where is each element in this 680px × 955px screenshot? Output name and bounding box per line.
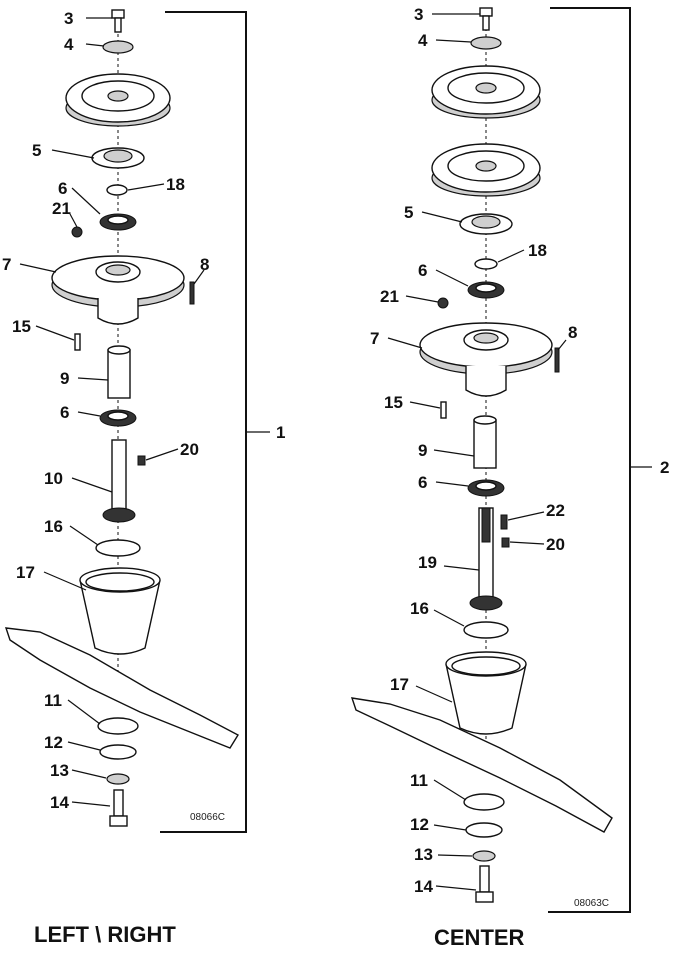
left-bearing-6b <box>99 409 137 427</box>
center-washer-16 <box>463 621 509 639</box>
center-washer-4 <box>470 36 502 50</box>
left-callout-8: 8 <box>200 255 209 274</box>
center-leaders <box>387 13 567 891</box>
center-callout-13: 13 <box>414 845 433 864</box>
center-hub-5 <box>459 213 513 235</box>
left-housing-7 <box>51 255 185 325</box>
left-callout-17: 17 <box>16 563 35 582</box>
center-washer-11 <box>463 793 505 811</box>
left-callout-6b: 6 <box>60 403 69 422</box>
left-callout-15: 15 <box>12 317 31 336</box>
left-washer-13 <box>106 773 130 785</box>
left-cup-17 <box>79 567 161 655</box>
center-bolt-14 <box>475 865 494 903</box>
center-callout-8: 8 <box>568 323 577 342</box>
left-callout-10: 10 <box>44 469 63 488</box>
center-pin-22 <box>500 514 508 530</box>
left-washer-11 <box>97 717 139 735</box>
left-ring-18 <box>106 184 128 196</box>
center-cup-17 <box>445 651 527 735</box>
center-sleeve-9 <box>473 415 497 469</box>
center-blade <box>350 697 613 833</box>
center-bearing-6a <box>467 281 505 299</box>
center-key-20 <box>501 537 510 548</box>
center-callout-17: 17 <box>390 675 409 694</box>
center-drawing-code: 08063C <box>574 898 609 909</box>
left-assembly: 1 <box>2 9 285 947</box>
center-callout-9: 9 <box>418 441 427 460</box>
center-assembly: 2 <box>350 5 669 950</box>
left-key-20 <box>137 455 146 466</box>
center-callout-4: 4 <box>418 31 428 50</box>
left-bolt-15 <box>74 333 81 351</box>
center-callout-15: 15 <box>384 393 403 412</box>
left-callout-14: 14 <box>50 793 69 812</box>
center-callout-5: 5 <box>404 203 413 222</box>
center-spindle-19 <box>469 507 503 611</box>
left-callout-20: 20 <box>180 440 199 459</box>
left-callout-13: 13 <box>50 761 69 780</box>
left-callout-6a: 6 <box>58 179 67 198</box>
center-assembly-bracket <box>548 7 631 913</box>
left-callout-9: 9 <box>60 369 69 388</box>
center-callout-21: 21 <box>380 287 399 306</box>
left-spindle-10 <box>102 439 136 523</box>
left-callout-16: 16 <box>44 517 63 536</box>
left-caption: LEFT \ RIGHT <box>34 922 176 947</box>
left-callout-3: 3 <box>64 9 73 28</box>
left-callout-21: 21 <box>52 199 71 218</box>
left-pulley <box>65 73 171 127</box>
center-assembly-number: 2 <box>660 458 669 477</box>
center-callout-22: 22 <box>546 501 565 520</box>
center-bolt-15 <box>440 401 447 419</box>
center-pulley-upper <box>431 65 541 119</box>
center-callout-12: 12 <box>410 815 429 834</box>
left-bolt-8 <box>189 281 195 305</box>
center-bolt-3 <box>479 7 493 31</box>
left-assembly-bracket <box>160 11 247 833</box>
center-callout-6a: 6 <box>418 261 427 280</box>
center-callout-20: 20 <box>546 535 565 554</box>
left-callout-5: 5 <box>32 141 41 160</box>
left-washer-4 <box>102 40 134 54</box>
left-sleeve-9 <box>107 345 131 399</box>
center-bearing-6b <box>467 479 505 497</box>
left-bolt-14 <box>109 789 128 827</box>
left-drawing-code: 08066C <box>190 812 225 823</box>
left-washer-16 <box>95 539 141 557</box>
center-callout-3: 3 <box>414 5 423 24</box>
left-bearing-6a <box>99 213 137 231</box>
center-callout-7: 7 <box>370 329 379 348</box>
left-leaders <box>19 17 205 807</box>
center-bolt-8 <box>554 347 560 373</box>
center-housing-7 <box>419 322 553 397</box>
left-bolt-3 <box>111 9 125 33</box>
left-hub-5 <box>91 147 145 169</box>
center-callout-16: 16 <box>410 599 429 618</box>
center-caption: CENTER <box>434 925 525 950</box>
left-callout-12: 12 <box>44 733 63 752</box>
left-assembly-number: 1 <box>276 423 285 442</box>
center-callout-19: 19 <box>418 553 437 572</box>
left-nut-21 <box>71 226 83 238</box>
center-callout-6b: 6 <box>418 473 427 492</box>
center-callout-14: 14 <box>414 877 433 896</box>
center-callout-18: 18 <box>528 241 547 260</box>
left-washer-12 <box>99 744 137 760</box>
left-callout-4: 4 <box>64 35 74 54</box>
center-pulley-lower <box>431 143 541 197</box>
left-blade <box>4 627 239 749</box>
center-washer-13 <box>472 850 496 862</box>
center-callout-11: 11 <box>410 771 428 790</box>
center-washer-12 <box>465 822 503 838</box>
left-callout-11: 11 <box>44 691 62 710</box>
left-callout-18: 18 <box>166 175 185 194</box>
center-nut-21 <box>437 297 449 309</box>
left-callout-7: 7 <box>2 255 11 274</box>
center-ring-18 <box>474 258 498 270</box>
